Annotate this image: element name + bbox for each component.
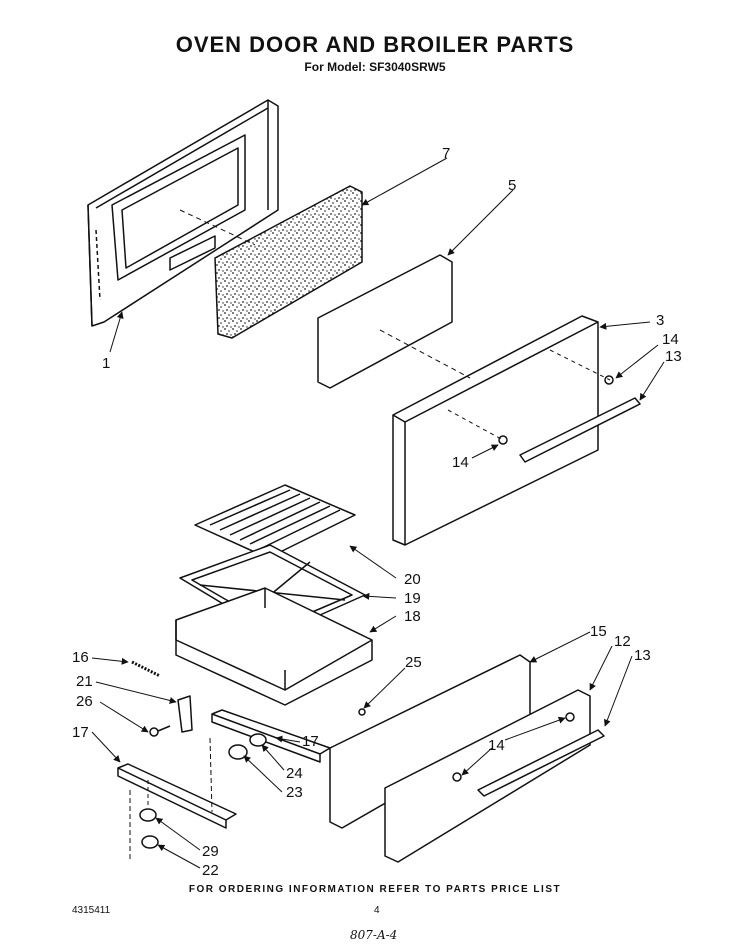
callout-26: 26 [76, 693, 93, 710]
document-number: 4315411 [72, 905, 111, 916]
callout-25: 25 [405, 654, 422, 671]
ordering-note: FOR ORDERING INFORMATION REFER TO PARTS … [188, 884, 562, 895]
callout-16: 16 [72, 649, 89, 666]
broiler-foot [139, 808, 159, 849]
callout-17-right: 17 [302, 733, 319, 750]
handwritten-note: 807-A-4 [350, 928, 398, 942]
callout-15: 15 [590, 623, 607, 640]
callout-3: 3 [656, 312, 664, 329]
callout-12: 12 [614, 633, 631, 650]
callout-29: 29 [202, 843, 219, 860]
callout-22: 22 [202, 862, 219, 879]
callout-5: 5 [508, 177, 516, 194]
broiler-door-outer [384, 689, 591, 863]
broiler-grid [194, 484, 356, 559]
broiler-door-handle [477, 729, 605, 797]
callout-13-lower: 13 [634, 647, 651, 664]
callout-1: 1 [102, 355, 110, 372]
callout-23: 23 [286, 784, 303, 801]
broiler-spring [131, 660, 161, 678]
callout-20: 20 [404, 571, 421, 588]
slide-bracket-left [117, 763, 237, 829]
callout-14-upper: 14 [662, 331, 679, 348]
outer-door-panel [392, 315, 599, 546]
callout-7: 7 [442, 145, 450, 162]
callout-19: 19 [404, 590, 421, 607]
callout-14-lower: 14 [488, 737, 505, 754]
callout-17-left: 17 [72, 724, 89, 741]
outer-door-handle [519, 397, 641, 463]
page-title: OVEN DOOR AND BROILER PARTS [175, 32, 575, 57]
latch-screw [149, 725, 171, 737]
model-label: For Model: SF3040SRW5 [304, 60, 446, 74]
leader-lines [91, 157, 665, 869]
door-inner-frame [87, 99, 279, 327]
callout-21: 21 [76, 673, 93, 690]
callout-13-upper: 13 [665, 348, 682, 365]
broiler-latch [177, 695, 193, 733]
broiler-door-screw [358, 708, 366, 716]
door-insulation [214, 185, 363, 339]
callout-18: 18 [404, 608, 421, 625]
callout-14-middle: 14 [452, 454, 469, 471]
page-number: 4 [374, 905, 380, 916]
broiler-knob [228, 733, 267, 760]
callout-24: 24 [286, 765, 303, 782]
broiler-pan [175, 587, 373, 706]
inner-door-panel [317, 254, 453, 389]
